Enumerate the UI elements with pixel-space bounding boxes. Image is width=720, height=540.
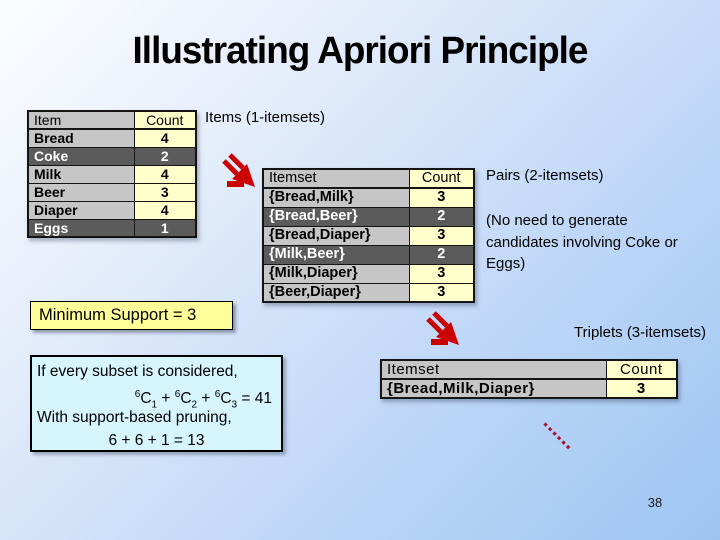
table-cell: 2 [408, 206, 475, 227]
table-cell: {Milk,Beer} [262, 244, 410, 265]
table-row: {Bread,Beer}2 [262, 206, 475, 227]
formula-part: C [180, 390, 192, 408]
table-cell: 3 [408, 187, 475, 208]
calc-line-1: If every subset is considered, [37, 363, 238, 380]
formula-part: 3 [231, 399, 238, 411]
formula-part: 6 [214, 389, 221, 400]
triplets-label: Triplets (3-itemsets) [574, 324, 706, 341]
formula-part: C [220, 390, 232, 408]
table-row: {Bread,Milk,Diaper}3 [380, 378, 678, 399]
table-cell: {Bread,Diaper} [262, 225, 410, 246]
table-cell: 2 [133, 146, 197, 166]
table-row: {Milk,Diaper}3 [262, 263, 475, 284]
table-row: {Bread,Milk}3 [262, 187, 475, 208]
down-right-arrow-icon [426, 311, 459, 345]
formula-part: = 41 [237, 390, 272, 408]
slide-title: Illustrating Apriori Principle [132, 30, 589, 72]
candidate-note: (No need to generate candidates involvin… [486, 212, 678, 272]
table-cell: {Bread,Milk,Diaper} [380, 378, 607, 399]
formula-part: 2 [191, 399, 198, 411]
pairs-label: Pairs (2-itemsets) [486, 167, 604, 184]
column-header: Itemset [262, 168, 410, 189]
table-cell: 1 [133, 218, 197, 238]
formula-part: C [140, 390, 152, 408]
table-cell: Eggs [27, 218, 135, 238]
table-cell: {Bread,Beer} [262, 206, 410, 227]
formula-part: 6 [174, 389, 181, 400]
dotted-trail-icon [543, 422, 571, 450]
table-cell: 3 [408, 282, 475, 303]
table-cell: 3 [605, 378, 678, 399]
calc-line-3: With support-based pruning, [37, 409, 232, 426]
table-cell: 3 [408, 263, 475, 284]
table-cell: 3 [133, 182, 197, 202]
table-cell: Coke [27, 146, 135, 166]
subset-count-box: If every subset is considered, 6C1 + 6C2… [30, 355, 283, 452]
formula-part: + [157, 390, 175, 408]
table-row: {Beer,Diaper}3 [262, 282, 475, 303]
table-cell: 3 [408, 225, 475, 246]
table-cell: {Bread,Milk} [262, 187, 410, 208]
table-cell: Diaper [27, 200, 135, 220]
table-row: {Bread,Diaper}3 [262, 225, 475, 246]
column-header: Itemset [380, 359, 607, 380]
formula-part: 6 [134, 389, 141, 400]
table-row: {Milk,Beer}2 [262, 244, 475, 265]
table-cell: Beer [27, 182, 135, 202]
formula-part: 1 [151, 399, 158, 411]
table-cell: 4 [133, 128, 197, 148]
min-support-box: Minimum Support = 3 [30, 301, 233, 330]
column-header: Count [408, 168, 475, 189]
formula-part: + [197, 390, 215, 408]
table-cell: 4 [133, 200, 197, 220]
table-cell: {Beer,Diaper} [262, 282, 410, 303]
items-label: Items (1-itemsets) [205, 109, 326, 126]
calc-line-4: 6 + 6 + 1 = 13 [108, 432, 205, 449]
table-cell: 4 [133, 164, 197, 184]
table-cell: Milk [27, 164, 135, 184]
table-cell: 2 [408, 244, 475, 265]
calc-line-formula: 6C1 + 6C2 + 6C3 = 41 [37, 383, 276, 410]
column-header: Item [27, 110, 135, 130]
column-header: Count [605, 359, 678, 380]
down-right-arrow-icon [222, 153, 255, 187]
page-number: 38 [647, 495, 663, 510]
table-cell: {Milk,Diaper} [262, 263, 410, 284]
column-header: Count [133, 110, 197, 130]
table-cell: Bread [27, 128, 135, 148]
